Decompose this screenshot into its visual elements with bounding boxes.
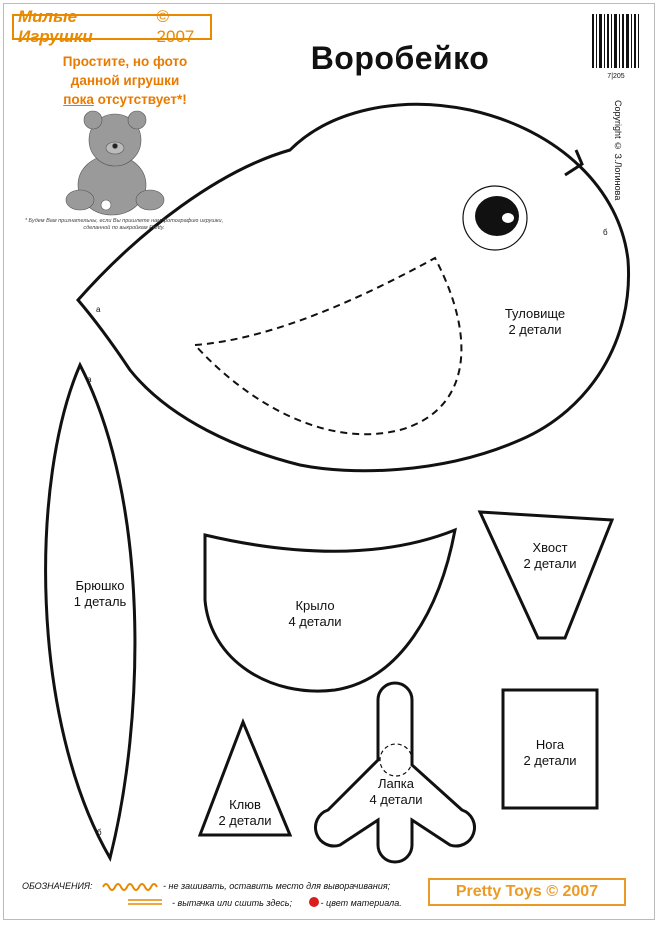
leg-piece — [501, 688, 599, 810]
barcode-graphic — [592, 14, 639, 68]
legend-item-2: - вытачка или сшить здесь; — [172, 898, 293, 908]
brand-name: Милые Игрушки — [18, 7, 93, 46]
belly-mark-a: а — [87, 375, 92, 384]
body-dart-mark — [564, 149, 584, 177]
paw-piece — [314, 681, 476, 864]
body-piece — [76, 102, 631, 473]
beak-piece — [197, 717, 293, 837]
paw-joint-dashed — [379, 743, 413, 777]
beak-label: Клюв 2 детали — [218, 797, 272, 828]
brand-stamp: Pretty Toys © 2007 — [428, 878, 626, 906]
brand-year: © 2007 — [156, 7, 195, 46]
legend-open-seam-symbol — [102, 883, 158, 891]
footnote: * Будем Вам признательны, если Вы пришле… — [24, 218, 224, 231]
legend: ОБОЗНАЧЕНИЯ: - не зашивать, оставить мес… — [22, 881, 390, 891]
eye-icon — [462, 185, 528, 251]
legend-material-dot — [309, 897, 319, 907]
no-photo-notice: Простите, но фото данной игрушки пока от… — [62, 54, 188, 107]
tail-piece — [477, 510, 615, 640]
wing-piece — [203, 527, 457, 693]
legend-label: ОБОЗНАЧЕНИЯ: — [22, 881, 93, 891]
wing-placement-dashed — [192, 256, 463, 436]
legend-row-2: - вытачка или сшить здесь; - цвет матери… — [150, 898, 402, 908]
body-mark-b: б — [603, 228, 608, 237]
legend-item-3: - цвет материала. — [320, 898, 402, 908]
belly-piece — [44, 361, 137, 862]
wing-label: Крыло 4 детали — [288, 598, 342, 629]
belly-mark-b: б — [97, 828, 102, 837]
teddy-bear-illustration — [65, 110, 165, 216]
page-title: Воробейко — [310, 40, 490, 76]
belly-label: Брюшко 1 деталь — [73, 578, 127, 609]
barcode-number: 7|205 — [607, 73, 625, 80]
body-mark-a: а — [96, 305, 101, 314]
page-border — [3, 3, 655, 920]
brand-logo: Милые Игрушки © 2007 — [12, 7, 212, 46]
copyright-text: Copyright © З.Логинова — [613, 100, 623, 201]
paw-label: Лапка 4 детали — [369, 776, 423, 807]
legend-item-1: - не зашивать, оставить место для вывора… — [163, 881, 391, 891]
body-label: Туловище 2 детали — [504, 306, 566, 337]
leg-label: Нога 2 детали — [523, 737, 577, 768]
tail-label: Хвост 2 детали — [523, 540, 577, 571]
